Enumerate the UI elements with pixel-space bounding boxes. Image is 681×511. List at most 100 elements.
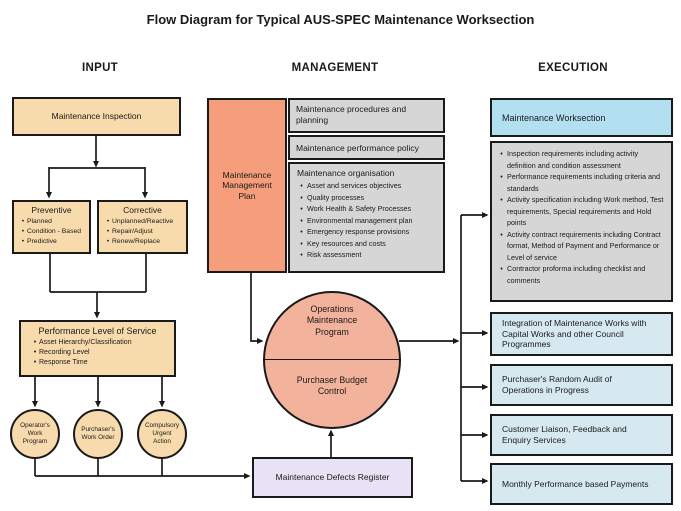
operators-work-program-label: Operator's Work Program (20, 422, 50, 445)
bullet-dot: • (300, 215, 303, 225)
maintenance-inspection-box: Maintenance Inspection (12, 97, 181, 136)
bullet-item: • Activity specification including Work m… (496, 194, 665, 229)
bullet-item: • Asset and services objectives (296, 181, 439, 190)
bullet-text: Environmental management plan (307, 215, 413, 225)
bullet-dot: • (33, 339, 37, 346)
bullet-text: Condition - Based (27, 227, 82, 235)
bullet-item: •Key resources and costs (296, 239, 439, 248)
maintenance-worksection-header: Maintenance Worksection (490, 98, 673, 137)
bullet-item: •Quality processes (296, 193, 439, 202)
bullet-text: Activity contract requirements including… (507, 229, 661, 262)
bullet-text: Performance requirements including crite… (507, 172, 661, 193)
bullet-dot: • (106, 218, 110, 225)
purchasers-work-order-circle: Purchaser's Work Order (73, 409, 123, 459)
bullet-item: •Response Time (31, 358, 172, 368)
bullet-dot: • (500, 264, 503, 274)
bullet-item: •Unplanned/Reactive (104, 217, 184, 227)
bullet-dot: • (500, 229, 503, 239)
bullet-item: •Repair/Adjust (104, 227, 184, 237)
column-header-input: INPUT (82, 62, 118, 74)
maintenance-management-plan-label: Maintenance Management Plan (222, 169, 272, 201)
bullet-dot: • (21, 237, 25, 245)
bullet-dot: • (300, 227, 303, 237)
bullet-item: •Performance requirements including crit… (496, 171, 665, 194)
organisation-bullet-list: •Asset and services objectives•Quality p… (296, 181, 439, 260)
bullet-text: Repair/Adjust (112, 227, 153, 235)
performance-level-box: Performance Level of Service •Asset Hier… (19, 320, 176, 377)
purchasers-work-order-label: Purchaser's Work Order (81, 426, 115, 441)
monthly-payments-box: Monthly Performance based Payments (490, 463, 673, 505)
bullet-item: • Inspection requirements including activ… (496, 148, 665, 171)
bullet-dot: • (33, 358, 37, 366)
bullet-item: • Contractor proforma including checklist… (496, 263, 665, 286)
bullet-dot: • (21, 227, 25, 235)
connector-group (32, 136, 489, 484)
bullet-text: Unplanned/Reactive (112, 218, 174, 225)
compulsory-urgent-action-label: Compulsory Urgent Action (144, 422, 180, 445)
worksection-bullet-list: • Inspection requirements including activ… (496, 148, 665, 286)
bullet-dot: • (300, 250, 303, 260)
customer-liaison-box: Customer Liaison, Feedback and Enquiry S… (490, 414, 673, 456)
bullet-item: •Planned (19, 217, 87, 227)
bullet-item: •Predictive (19, 237, 87, 247)
integration-maintenance-works-label: Integration of Maintenance Works with Ca… (502, 318, 647, 350)
bullet-text: Inspection requirements including activi… (507, 149, 639, 170)
compulsory-urgent-action-circle: Compulsory Urgent Action (137, 409, 187, 459)
bullet-item: • Work Health & Safety Processes (296, 204, 439, 213)
bullet-text: Planned (27, 218, 52, 225)
bullet-dot: • (300, 204, 303, 214)
corrective-title: Corrective (123, 205, 162, 215)
bullet-text: Emergency response provisions (307, 227, 410, 237)
maintenance-worksection-label: Maintenance Worksection (502, 112, 606, 123)
bullet-item: • Risk assessment (296, 250, 439, 259)
bullet-dot: • (500, 149, 503, 158)
bullet-text: Response Time (39, 358, 88, 366)
bullet-dot: • (106, 237, 110, 245)
bullet-item: • Emergency response provisions (296, 227, 439, 236)
preventive-box: Preventive •Planned•Condition - Based•Pr… (12, 200, 91, 254)
bullet-text: Asset and services objectives (307, 181, 402, 190)
bullet-text: Risk assessment (307, 250, 362, 260)
purchaser-budget-control-label: Purchaser Budget Control (296, 375, 368, 397)
maintenance-organisation-title: Maintenance organisation (297, 168, 395, 178)
bullet-text: Renew/Replace (112, 237, 160, 245)
bullet-dot: • (106, 227, 110, 235)
performance-level-title: Performance Level of Service (38, 326, 157, 336)
bullet-item: •Renew/Replace (104, 237, 184, 247)
maintenance-policy-label: Maintenance performance policy (296, 142, 419, 153)
monthly-payments-label: Monthly Performance based Payments (502, 478, 649, 489)
column-header-execution: EXECUTION (538, 62, 608, 74)
performance-bullet-list: •Asset Hierarchy/Classification•Recordin… (21, 336, 174, 367)
maintenance-organisation-box: Maintenance organisation • Asset and serv… (288, 162, 445, 273)
circle-divider (265, 359, 399, 360)
maintenance-worksection-body: • Inspection requirements including activ… (490, 141, 673, 302)
customer-liaison-label: Customer Liaison, Feedback and Enquiry S… (502, 424, 627, 445)
bullet-dot: • (33, 348, 37, 356)
bullet-text: Quality processes (307, 192, 365, 202)
purchasers-random-audit-label: Purchaser's Random Audit of Operations i… (502, 374, 612, 395)
bullet-item: •Recording Level (31, 348, 172, 358)
diagram-title: Flow Diagram for Typical AUS-SPEC Mainte… (146, 12, 535, 27)
preventive-title: Preventive (31, 205, 72, 215)
bullet-text: Contractor proforma including checklist … (507, 264, 646, 285)
bullet-text: Work Health & Safety Processes (307, 204, 412, 214)
bullet-dot: • (21, 218, 25, 225)
bullet-dot: • (300, 181, 303, 190)
maintenance-inspection-label: Maintenance Inspection (51, 111, 142, 122)
corrective-bullet-list: •Unplanned/Reactive•Repair/Adjust•Renew/… (99, 215, 186, 247)
bullet-text: Activity specification including Work me… (507, 195, 664, 228)
corrective-box: Corrective •Unplanned/Reactive•Repair/Ad… (97, 200, 188, 254)
operations-program-circle: Operations Maintenance Program Purchaser… (263, 291, 401, 429)
bullet-text: Recording Level (39, 348, 90, 356)
bullet-dot: • (300, 238, 303, 248)
bullet-item: • Environmental management plan (296, 216, 439, 225)
maintenance-procedures-label: Maintenance procedures and planning (296, 104, 407, 126)
operations-maintenance-program-label: Operations Maintenance Program (306, 304, 358, 337)
maintenance-management-plan-box: Maintenance Management Plan (207, 98, 287, 273)
maintenance-procedures-box: Maintenance procedures and planning (288, 98, 445, 133)
integration-maintenance-works-box: Integration of Maintenance Works with Ca… (490, 312, 673, 356)
maintenance-policy-box: Maintenance performance policy (288, 135, 445, 160)
bullet-dot: • (500, 195, 503, 205)
